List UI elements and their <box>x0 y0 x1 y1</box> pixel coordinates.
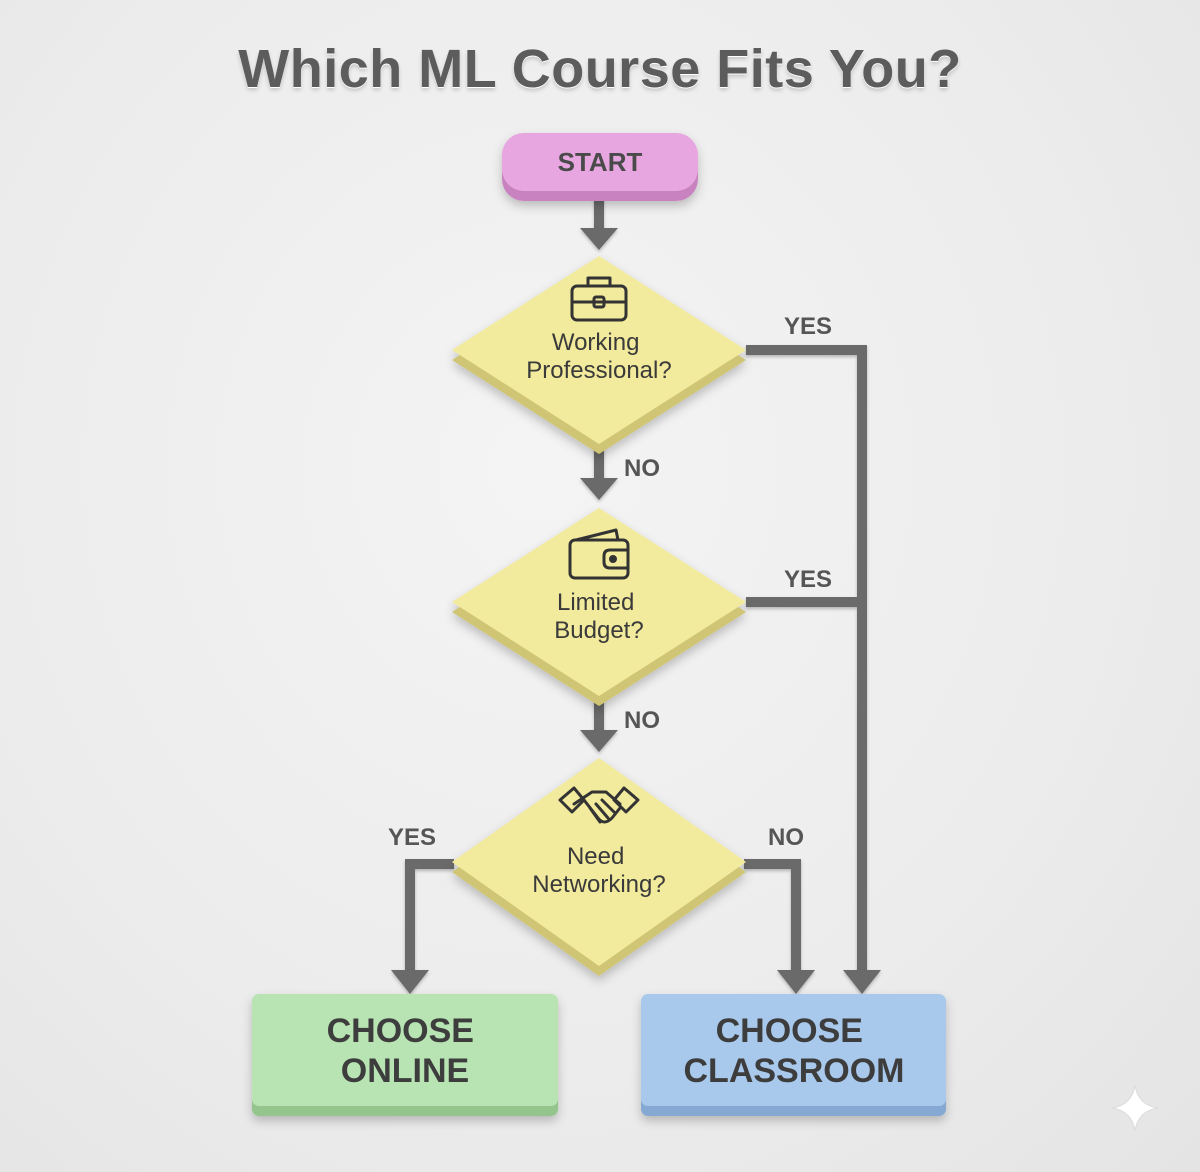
handshake-icon <box>558 786 640 824</box>
connector-q3-yes <box>405 859 454 976</box>
outcome-classroom-face <box>641 994 946 1106</box>
decision-working-professional: Working Professional? <box>452 256 746 454</box>
svg-text:Working Professional?: Working Professional? <box>526 329 671 384</box>
decision-1-face <box>452 256 746 444</box>
svg-text:Limited Budget?: Limited Budget? <box>554 589 643 644</box>
decision-3-line2: Networking? <box>532 871 665 898</box>
arrowhead-q2 <box>580 478 618 500</box>
decision-1-line2: Professional? <box>526 357 671 384</box>
decision-2-line2: Budget? <box>554 617 643 644</box>
arrowhead-online <box>391 970 429 994</box>
arrowhead-classroom-left <box>777 970 815 994</box>
decision-2-line1: Limited <box>557 589 634 616</box>
svg-text:CHOOSE CLASSROOM: CHOOSE CLASSROOM <box>684 1012 905 1090</box>
page-title: Which ML Course Fits You? <box>238 39 962 99</box>
svg-text:CHOOSE ONLINE: CHOOSE ONLINE <box>327 1012 484 1090</box>
branch-label-q1-no: NO <box>624 455 660 482</box>
outcome-online-face <box>252 994 558 1106</box>
wallet-icon <box>568 528 630 580</box>
outcome-classroom-line1: CHOOSE <box>716 1012 863 1050</box>
branch-label-q3-no: NO <box>768 824 804 851</box>
outcome-online-line1: CHOOSE <box>327 1012 474 1050</box>
outcome-online: CHOOSE ONLINE <box>252 994 558 1116</box>
arrowhead-q1 <box>580 228 618 250</box>
outcome-classroom-line2: CLASSROOM <box>684 1052 905 1090</box>
decision-3-line1: Need <box>567 843 624 870</box>
branch-label-q2-yes: YES <box>784 566 832 593</box>
sparkle-icon <box>1111 1084 1159 1132</box>
decision-2-face <box>452 508 746 696</box>
arrowhead-classroom-right <box>843 970 881 994</box>
arrowhead-q3 <box>580 730 618 752</box>
branch-label-q3-yes: YES <box>388 824 436 851</box>
svg-text:Need Networking?: Need Networking? <box>532 843 665 898</box>
outcome-classroom: CHOOSE CLASSROOM <box>641 994 946 1116</box>
decision-3-face <box>452 758 746 966</box>
arrowheads <box>391 228 881 994</box>
outcome-online-line2: ONLINE <box>341 1052 469 1090</box>
briefcase-icon <box>570 276 628 322</box>
start-label: START <box>558 147 643 177</box>
start-node <box>502 133 698 201</box>
branch-label-q1-yes: YES <box>784 313 832 340</box>
branch-label-q2-no: NO <box>624 707 660 734</box>
decision-need-networking: Need Networking? <box>452 758 746 976</box>
connector-q1-yes <box>746 345 867 976</box>
connector-q3-no <box>744 859 801 976</box>
decision-1-line1: Working <box>552 329 640 356</box>
start-node-face <box>502 133 698 191</box>
decision-limited-budget: Limited Budget? <box>452 508 746 706</box>
